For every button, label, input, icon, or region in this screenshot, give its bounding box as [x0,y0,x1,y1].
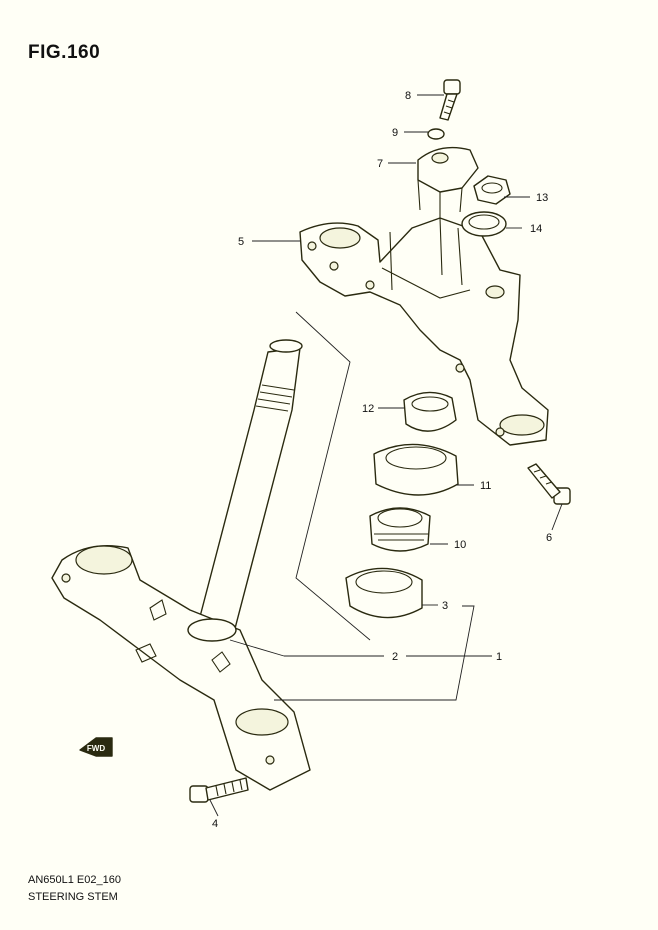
bolt-4 [189,777,249,803]
callout-9: 9 [392,127,398,139]
callout-10: 10 [454,539,466,551]
bearing-3 [345,567,423,619]
callout-12: 12 [362,403,374,415]
callout-3: 3 [442,600,448,612]
figure-title: FIG.160 [28,42,101,63]
dust-seal-11 [373,443,459,496]
callout-7: 7 [377,158,383,170]
callout-6: 6 [546,532,552,544]
washer-9 [427,128,445,140]
callout-13: 13 [536,192,548,204]
callout-4: 4 [212,818,218,830]
lower-bracket [51,545,311,791]
bolt-8 [439,79,461,121]
leader-lines [209,94,563,817]
bearing-10 [369,507,431,552]
callout-8: 8 [405,90,411,102]
bolt-6 [527,463,571,505]
callout-labels: 1 2 3 4 5 6 7 8 9 10 11 12 13 14 [212,90,552,830]
callout-5: 5 [238,236,244,248]
callout-14: 14 [530,223,542,235]
callout-2: 2 [392,651,398,663]
washer-14 [461,211,507,237]
nut-12 [403,391,457,432]
fwd-label: FWD [87,744,105,753]
fwd-arrow-badge: FWD [79,737,113,757]
upper-bracket [299,217,549,446]
handlebar-holder [417,146,479,218]
figure-code: AN650L1 E02_160 [28,874,121,886]
nut-13 [473,175,511,205]
figure-name: STEERING STEM [28,891,118,903]
callout-11: 11 [480,480,491,492]
callout-1: 1 [496,651,502,663]
steering-stem [195,339,303,641]
